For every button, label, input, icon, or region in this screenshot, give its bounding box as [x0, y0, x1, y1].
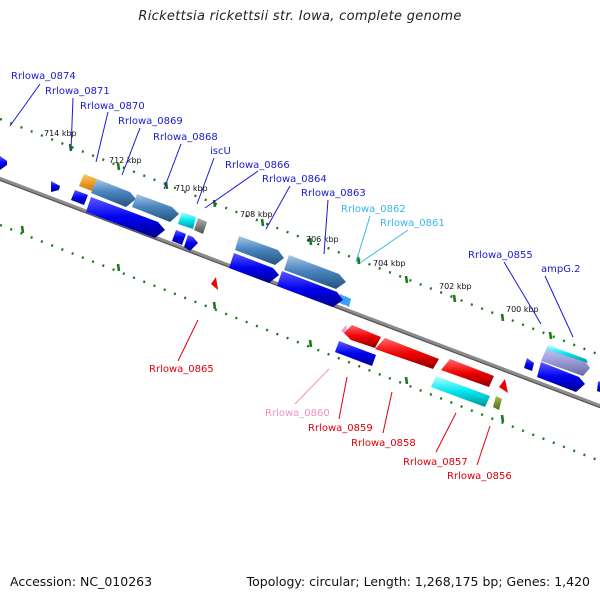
major-ticks	[20, 143, 553, 423]
gene-0855[interactable]	[524, 358, 534, 371]
gene-0866[interactable]	[229, 253, 279, 283]
gene-label: Rrlowa_0863	[301, 188, 366, 199]
gene-label: Rrlowa_0864	[262, 174, 327, 185]
gene-fwd-a[interactable]	[71, 190, 88, 205]
gene-label: Rrlowa_0870	[80, 101, 145, 112]
gene-iscU[interactable]	[194, 218, 207, 234]
gene-0857-top[interactable]	[441, 359, 494, 387]
gene-label: Rrlowa_0866	[225, 160, 290, 171]
gene-0868[interactable]	[178, 212, 196, 229]
gene-label: Rrlowa_0856	[447, 471, 512, 482]
gene-0865[interactable]	[211, 277, 218, 290]
reverse-track	[211, 277, 508, 410]
gene-0874[interactable]	[0, 156, 7, 170]
outer-tick-rail	[0, 117, 600, 357]
gene-small-fwd[interactable]	[51, 181, 60, 192]
map-title: Rickettsia rickettsii str. Iowa, complet…	[138, 9, 462, 24]
gene-0864[interactable]	[235, 236, 284, 265]
gene-fwd-b[interactable]	[86, 197, 165, 238]
leader-lines	[9, 83, 574, 466]
gene-0856[interactable]	[493, 396, 502, 410]
gene-label: Rrlowa_0869	[118, 116, 183, 127]
gene-label: Rrlowa_0857	[403, 457, 468, 468]
gene-fwd-c[interactable]	[172, 230, 186, 245]
tick-label: 712 kbp	[109, 156, 142, 165]
tick-label: 702 kbp	[439, 282, 472, 291]
forward-track	[0, 156, 600, 392]
forward-track-lower	[71, 190, 585, 392]
gene-label: Rrlowa_0859	[308, 423, 373, 434]
gene-label: Rrlowa_0874	[11, 71, 76, 82]
tick-label: 700 kbp	[506, 305, 539, 314]
gene-label: Rrlowa_0858	[351, 438, 416, 449]
gene-label: iscU	[210, 146, 231, 157]
gene-label: Rrlowa_0855	[468, 250, 533, 261]
gene-0861[interactable]	[343, 296, 351, 307]
gene-0858[interactable]	[375, 338, 439, 369]
gene-fwd-e[interactable]	[277, 271, 343, 307]
gene-label: ampG.2	[541, 264, 581, 275]
gene-0859[interactable]	[335, 341, 376, 366]
gene-fwd-f[interactable]	[537, 362, 585, 392]
gene-label: Rrlowa_0868	[153, 132, 218, 143]
gene-0871[interactable]	[79, 174, 97, 191]
genome-summary-text: Topology: circular; Length: 1,268,175 bp…	[246, 574, 590, 589]
gene-0869[interactable]	[132, 194, 179, 222]
gene-label: Rrlowa_0871	[45, 86, 110, 97]
gene-edge-fwd[interactable]	[597, 381, 600, 392]
gene-0857[interactable]	[431, 376, 490, 407]
accession-text: Accession: NC_010263	[10, 574, 153, 589]
tick-label: 706 kbp	[306, 235, 339, 244]
gene-0856-arrow[interactable]	[499, 379, 508, 393]
gene-label: Rrlowa_0860	[265, 408, 330, 419]
gene-ampG2-top	[546, 345, 588, 363]
gene-ampG2[interactable]	[541, 347, 590, 376]
tick-label: 710 kbp	[175, 184, 208, 193]
gene-fwd-d[interactable]	[184, 235, 198, 251]
tick-label: 704 kbp	[373, 259, 406, 268]
gene-0870[interactable]	[91, 179, 136, 207]
gene-red-a[interactable]	[344, 325, 381, 348]
gene-label: Rrlowa_0865	[149, 364, 214, 375]
tick-label: 708 kbp	[240, 210, 273, 219]
gene-0863[interactable]	[284, 255, 346, 289]
gene-label: Rrlowa_0862	[341, 204, 406, 215]
tick-label: 714 kbp	[44, 129, 77, 138]
gene-label: Rrlowa_0861	[380, 218, 445, 229]
